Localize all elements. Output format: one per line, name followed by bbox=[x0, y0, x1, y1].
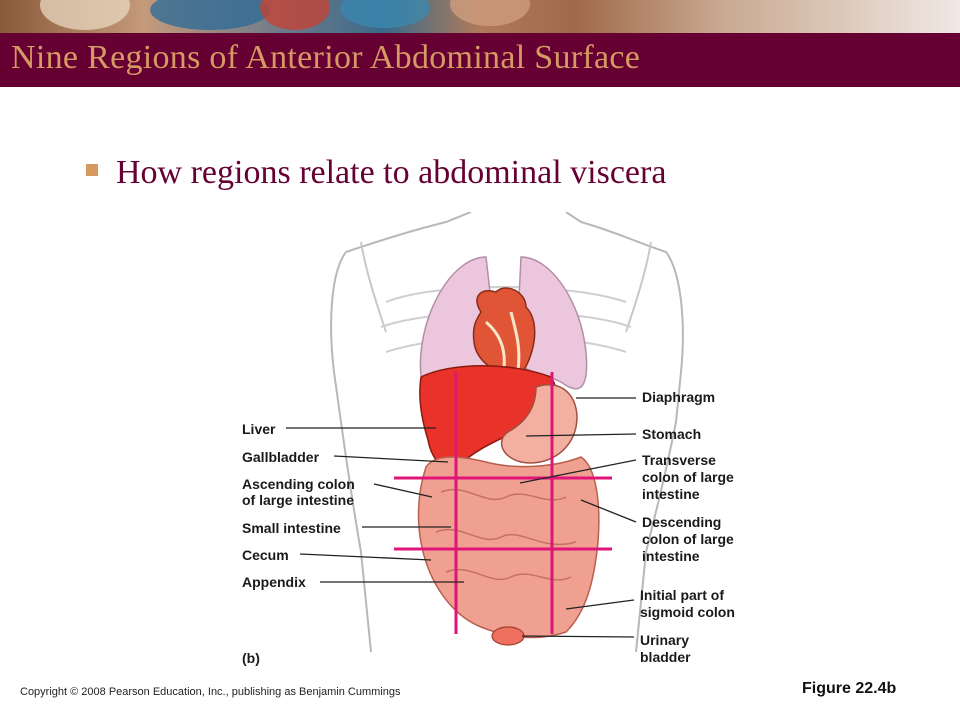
region-lines bbox=[394, 372, 612, 634]
label-transverse-colon: Transverse bbox=[642, 452, 716, 468]
abdomen-illustration bbox=[286, 211, 684, 653]
label-transverse-colon-3: intestine bbox=[642, 486, 700, 502]
label-liver: Liver bbox=[242, 421, 276, 437]
label-sigmoid-colon-2: sigmoid colon bbox=[640, 604, 735, 620]
bullet-point: How regions relate to abdominal viscera bbox=[116, 154, 667, 191]
label-sigmoid-colon: Initial part of bbox=[640, 587, 724, 603]
label-descending-colon: Descending bbox=[642, 514, 722, 530]
header-banner-image bbox=[0, 0, 960, 33]
label-small-intestine: Small intestine bbox=[242, 520, 341, 536]
label-ascending-colon: Ascending colon bbox=[242, 476, 355, 492]
bullet-icon bbox=[86, 164, 98, 176]
label-transverse-colon-2: colon of large bbox=[642, 469, 734, 485]
label-urinary-bladder-2: bladder bbox=[640, 649, 691, 665]
copyright-notice: Copyright © 2008 Pearson Education, Inc.… bbox=[20, 686, 401, 698]
label-descending-colon-2: colon of large bbox=[642, 531, 734, 547]
figure-number: Figure 22.4b bbox=[802, 680, 897, 697]
panel-label: (b) bbox=[242, 650, 260, 666]
anatomy-figure: Liver Gallbladder Ascending colon of lar… bbox=[236, 211, 756, 672]
title-bar bbox=[0, 33, 960, 87]
label-cecum: Cecum bbox=[242, 547, 289, 563]
label-gallbladder: Gallbladder bbox=[242, 449, 320, 465]
label-descending-colon-3: intestine bbox=[642, 548, 700, 564]
leader-lines bbox=[286, 397, 637, 638]
label-appendix: Appendix bbox=[242, 574, 306, 590]
label-diaphragm: Diaphragm bbox=[642, 389, 716, 405]
label-stomach: Stomach bbox=[642, 426, 702, 442]
slide-title: Nine Regions of Anterior Abdominal Surfa… bbox=[11, 39, 641, 76]
label-ascending-colon-2: of large intestine bbox=[242, 492, 355, 508]
label-urinary-bladder: Urinary bbox=[640, 632, 690, 648]
